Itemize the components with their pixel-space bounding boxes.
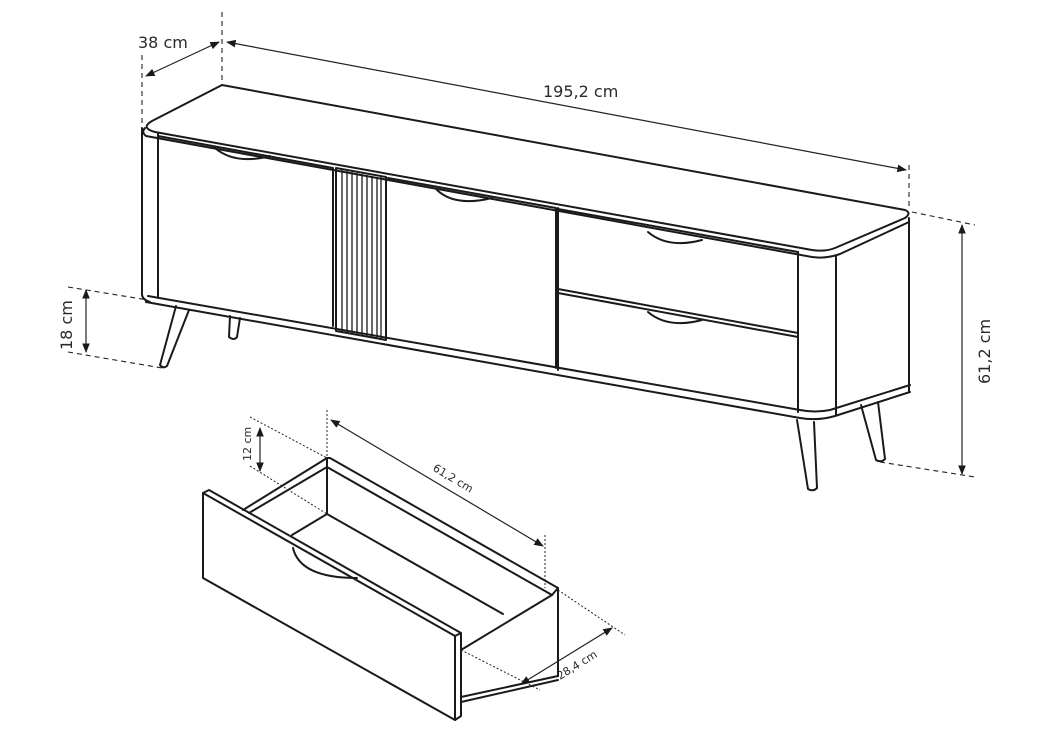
- leg-back-left: [228, 315, 241, 340]
- leg-front-right: [796, 419, 818, 492]
- drawer-handle-top: [647, 231, 703, 245]
- cabinet-drawing: [141, 84, 911, 492]
- label-height: 61,2 cm: [975, 319, 994, 384]
- label-width: 195,2 cm: [543, 82, 618, 101]
- label-drawer-height: 12 cm: [241, 427, 254, 461]
- label-drawer-width: 28,4 cm: [555, 648, 600, 683]
- label-depth: 38 cm: [138, 33, 188, 52]
- drawer-handle: [292, 547, 358, 579]
- leg-back-right: [860, 401, 886, 463]
- drawer-handle-bottom: [647, 311, 703, 325]
- leg-front-left: [159, 305, 190, 369]
- label-drawer-length: 61,2 cm: [430, 461, 475, 495]
- slatted-panel: [335, 167, 387, 341]
- drawer-drawing: [202, 457, 559, 721]
- drawer-dimensions: [249, 410, 626, 691]
- door-handle-middle: [436, 189, 493, 203]
- label-leg-height: 18 cm: [57, 300, 76, 350]
- cabinet-dimensions: [67, 12, 976, 478]
- cabinet-dimension-labels: 38 cm 195,2 cm 61,2 cm 18 cm: [57, 33, 994, 384]
